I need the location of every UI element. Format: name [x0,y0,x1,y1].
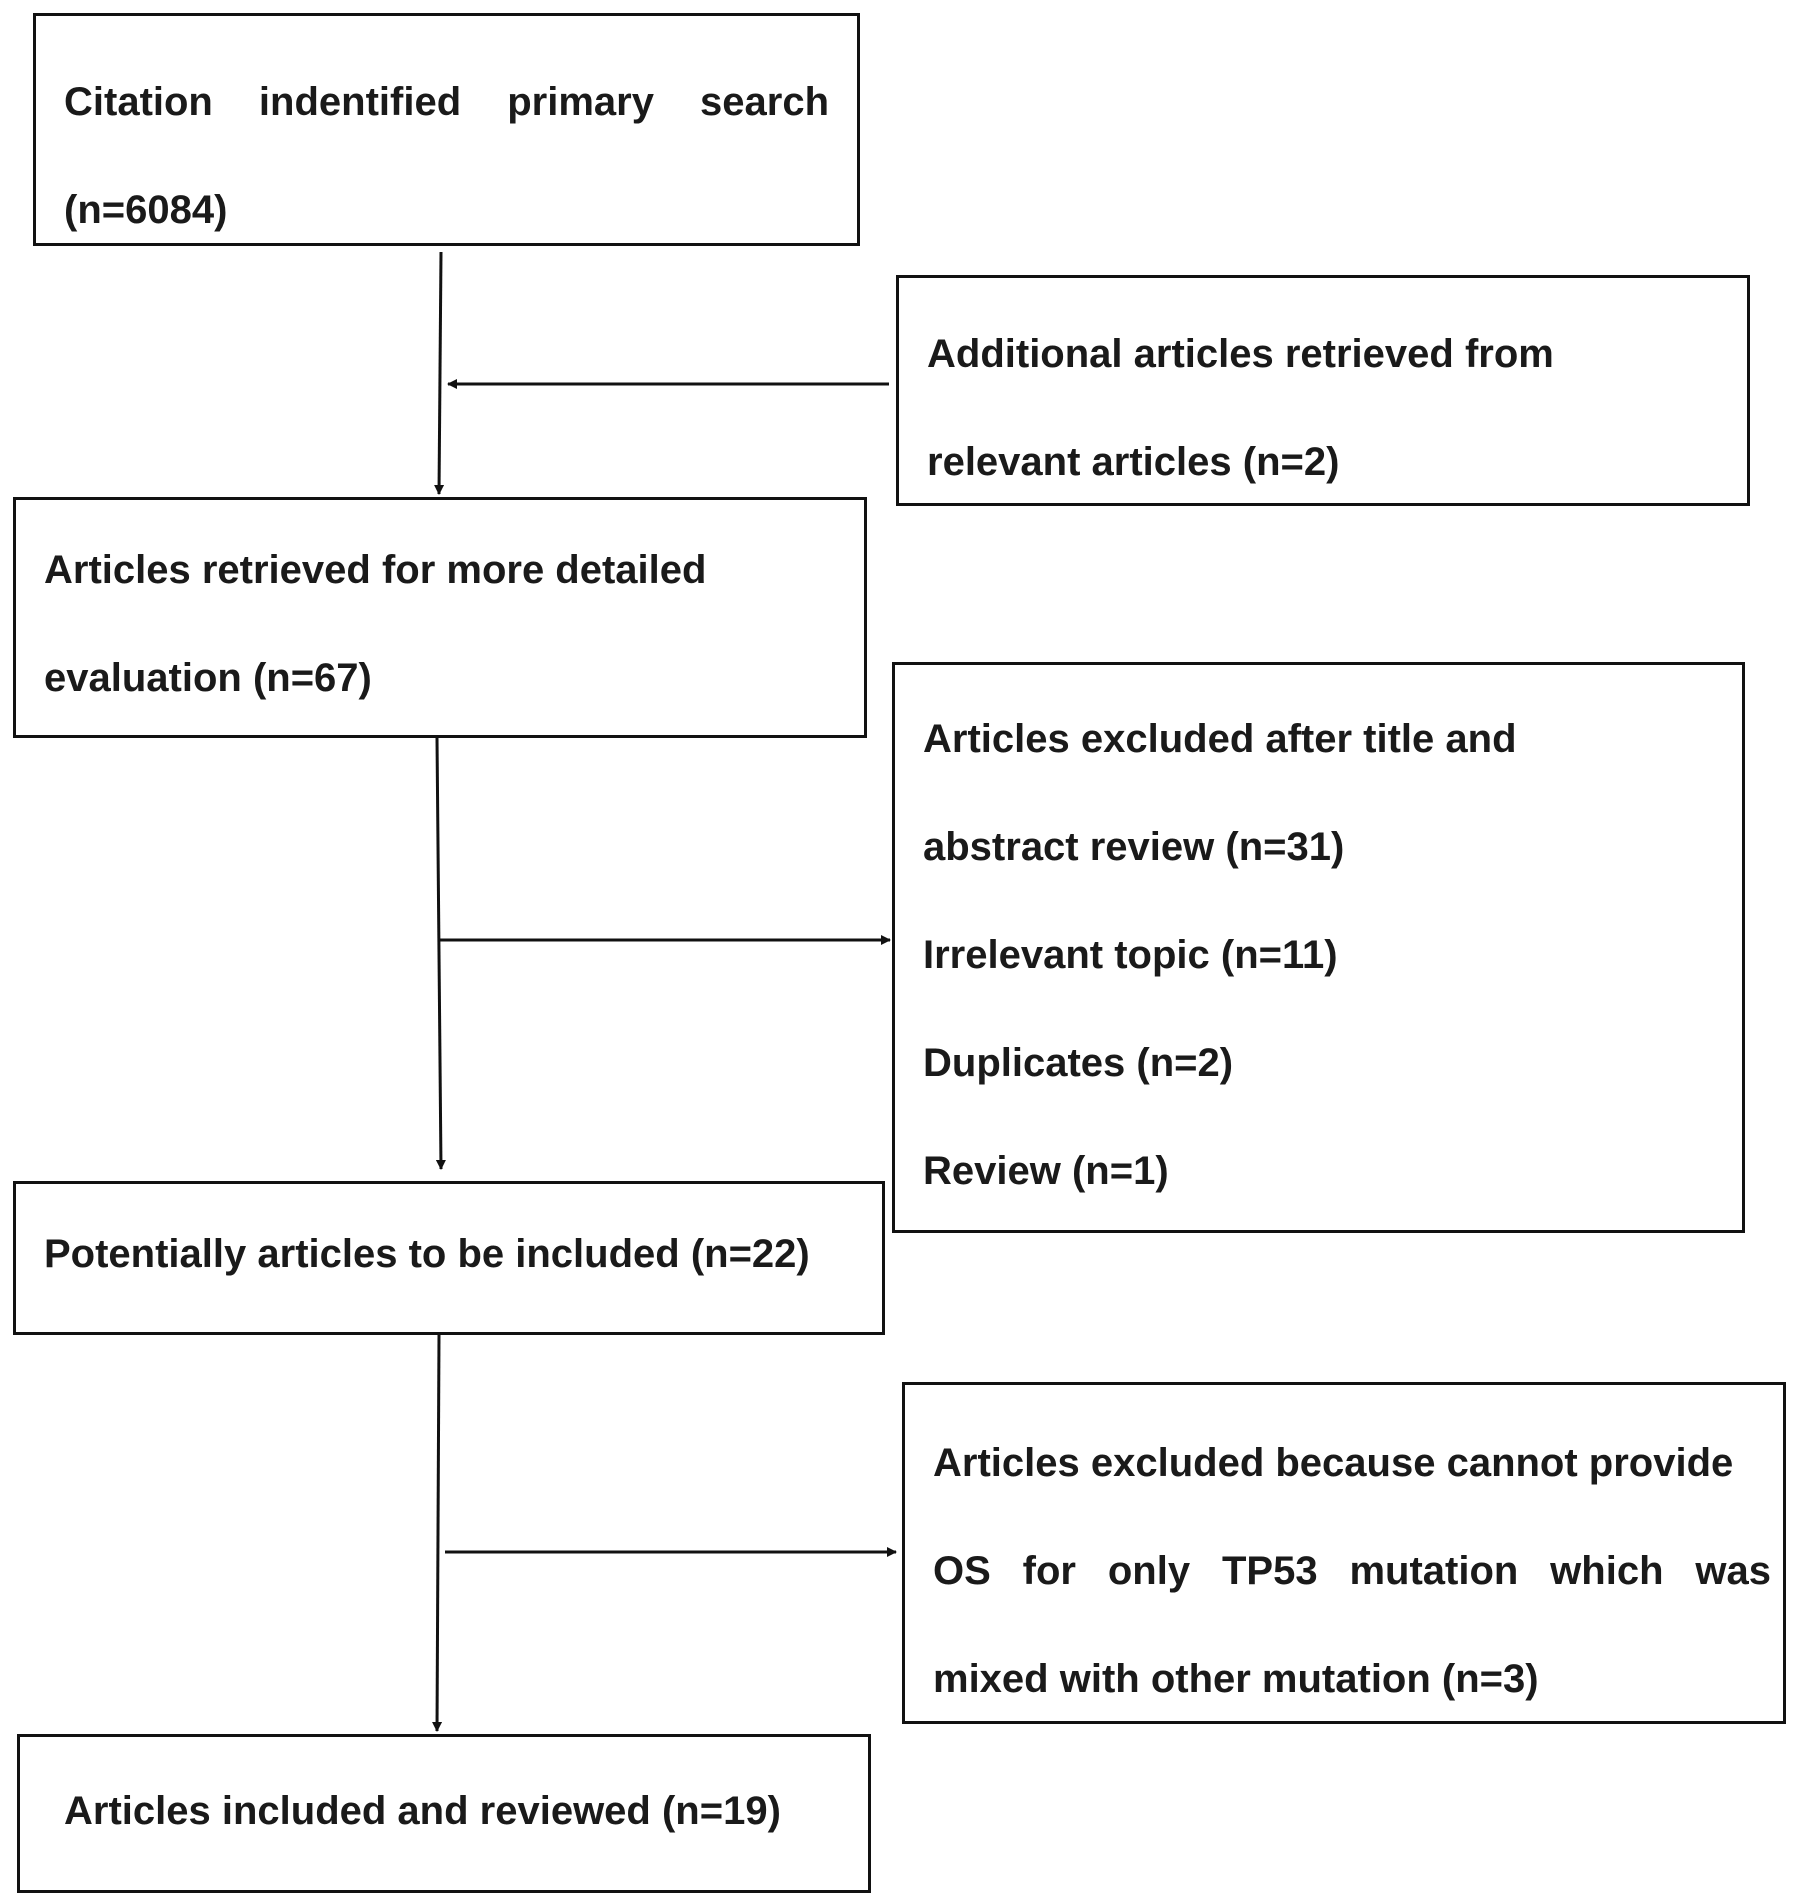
excluded-os-line3: mixed with other mutation (n=3) [933,1657,1539,1701]
excluded-duplicates: Duplicates (n=2) [923,1041,1234,1085]
excluded-os-line1: Articles excluded because cannot provide [933,1441,1734,1485]
arrow-potential-to-included [432,1334,443,1732]
excluded-os-box: Articles excluded because cannot provide… [902,1382,1786,1724]
additional-line2: relevant articles (n=2) [927,440,1340,484]
detailed-eval-line1: Articles retrieved for more detailed [44,548,707,592]
excluded-irrelevant-topic: Irrelevant topic (n=11) [923,933,1338,977]
detailed-evaluation-box: Articles retrieved for more detailed eva… [13,497,867,738]
potential-articles-box: Potentially articles to be included (n=2… [13,1181,885,1335]
included-line1: Articles included and reviewed (n=19) [64,1789,781,1833]
primary-search-line2: (n=6084) [64,188,228,232]
primary-search-box: Citation indentified primary search (n=6… [33,13,860,246]
detailed-eval-line2: evaluation (n=67) [44,656,372,700]
additional-line1: Additional articles retrieved from [927,332,1554,376]
excluded-title-line1: Articles excluded after title and [923,717,1517,761]
arrow-detailed-to-potential [435,737,446,1170]
potential-line1: Potentially articles to be included (n=2… [44,1232,810,1276]
arrow-search-to-detailed [434,251,445,495]
excluded-title-abstract-box: Articles excluded after title and abstra… [892,662,1745,1233]
excluded-os-line2: OS for only TP53 mutation which was [933,1549,1771,1593]
primary-search-line1: Citation indentified primary search [64,80,829,124]
excluded-review: Review (n=1) [923,1149,1169,1193]
included-articles-box: Articles included and reviewed (n=19) [17,1734,871,1893]
additional-articles-box: Additional articles retrieved from relev… [896,275,1750,506]
excluded-title-line2: abstract review (n=31) [923,825,1345,869]
